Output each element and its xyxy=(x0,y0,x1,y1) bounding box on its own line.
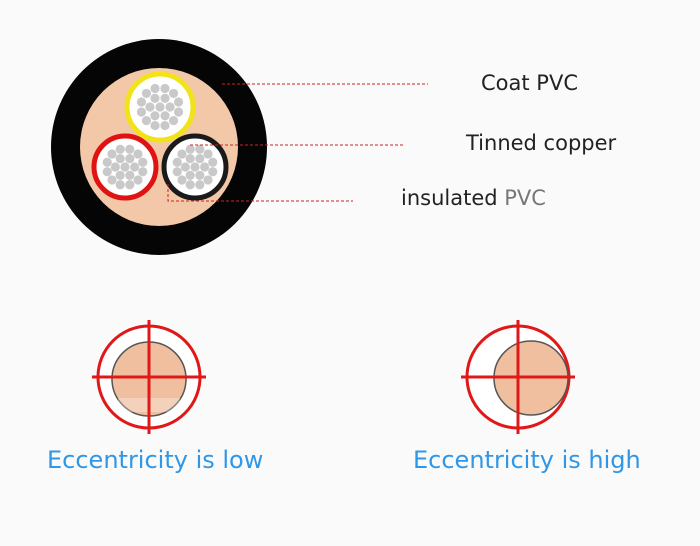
copper-strand xyxy=(200,162,210,172)
copper-strand xyxy=(133,175,143,185)
copper-strand xyxy=(120,162,130,172)
copper-strand xyxy=(195,180,205,190)
copper-strand xyxy=(177,175,187,185)
copper-strand xyxy=(173,97,184,107)
copper-strand xyxy=(155,102,165,112)
copper-strand xyxy=(190,162,200,172)
copper-strand xyxy=(115,170,125,180)
copper-strand xyxy=(125,170,135,180)
copper-strand xyxy=(208,157,218,167)
copper-strand xyxy=(203,149,213,159)
label-tinned-copper: Tinned copper xyxy=(466,131,617,155)
copper-strand xyxy=(160,93,170,103)
leader-line-insulated xyxy=(167,184,353,202)
caption-eccentricity-high: Eccentricity is high xyxy=(413,446,641,474)
copper-strand xyxy=(177,149,187,159)
copper-strand xyxy=(107,175,117,185)
eccentricity-low-figure xyxy=(92,320,206,434)
copper-strand xyxy=(150,120,160,131)
copper-strand xyxy=(115,154,125,164)
copper-strand xyxy=(160,120,170,131)
copper-strand xyxy=(145,102,155,112)
copper-strand xyxy=(115,180,125,190)
copper-strand xyxy=(165,102,175,112)
copper-strand xyxy=(150,83,160,94)
copper-strand xyxy=(185,144,195,154)
copper-strand xyxy=(172,157,182,167)
label-insulated-pvc: insulated PVC xyxy=(401,188,546,209)
copper-strand xyxy=(138,157,148,167)
copper-strand xyxy=(125,144,135,154)
label-coat-pvc: Coat PVC xyxy=(481,71,578,95)
conductor-red xyxy=(91,133,159,201)
copper-strand xyxy=(185,154,195,164)
copper-strand xyxy=(195,154,205,164)
caption-eccentricity-low: Eccentricity is low xyxy=(47,446,264,474)
copper-strand xyxy=(130,162,140,172)
copper-strand xyxy=(185,180,195,190)
copper-strand xyxy=(125,180,135,190)
copper-strand xyxy=(115,144,125,154)
copper-strand xyxy=(208,167,218,177)
copper-strand xyxy=(136,97,147,107)
copper-strand xyxy=(180,162,190,172)
label-insulated-pvc-word: PVC xyxy=(504,186,546,210)
eccentricity-high-figure xyxy=(461,320,575,434)
copper-strand xyxy=(168,88,179,99)
copper-strand xyxy=(110,162,120,172)
copper-strand xyxy=(168,115,179,126)
label-insulated-word: insulated xyxy=(401,186,505,210)
conductor-black xyxy=(161,133,229,201)
copper-strand xyxy=(160,111,170,121)
copper-strand xyxy=(172,167,182,177)
copper-strand xyxy=(102,167,112,177)
copper-strand xyxy=(160,83,170,94)
copper-strand xyxy=(150,93,160,103)
copper-strand xyxy=(133,149,143,159)
copper-strand xyxy=(203,175,213,185)
copper-strand xyxy=(107,149,117,159)
copper-strand xyxy=(102,157,112,167)
copper-strand xyxy=(185,170,195,180)
conductor-yellow xyxy=(124,71,196,143)
copper-strand xyxy=(195,144,205,154)
copper-strand xyxy=(195,170,205,180)
copper-strand xyxy=(136,107,147,117)
copper-strand xyxy=(150,111,160,121)
copper-strand xyxy=(138,167,148,177)
copper-strand xyxy=(141,88,152,99)
copper-strand xyxy=(125,154,135,164)
copper-strand xyxy=(141,115,152,126)
copper-strand xyxy=(173,107,184,117)
